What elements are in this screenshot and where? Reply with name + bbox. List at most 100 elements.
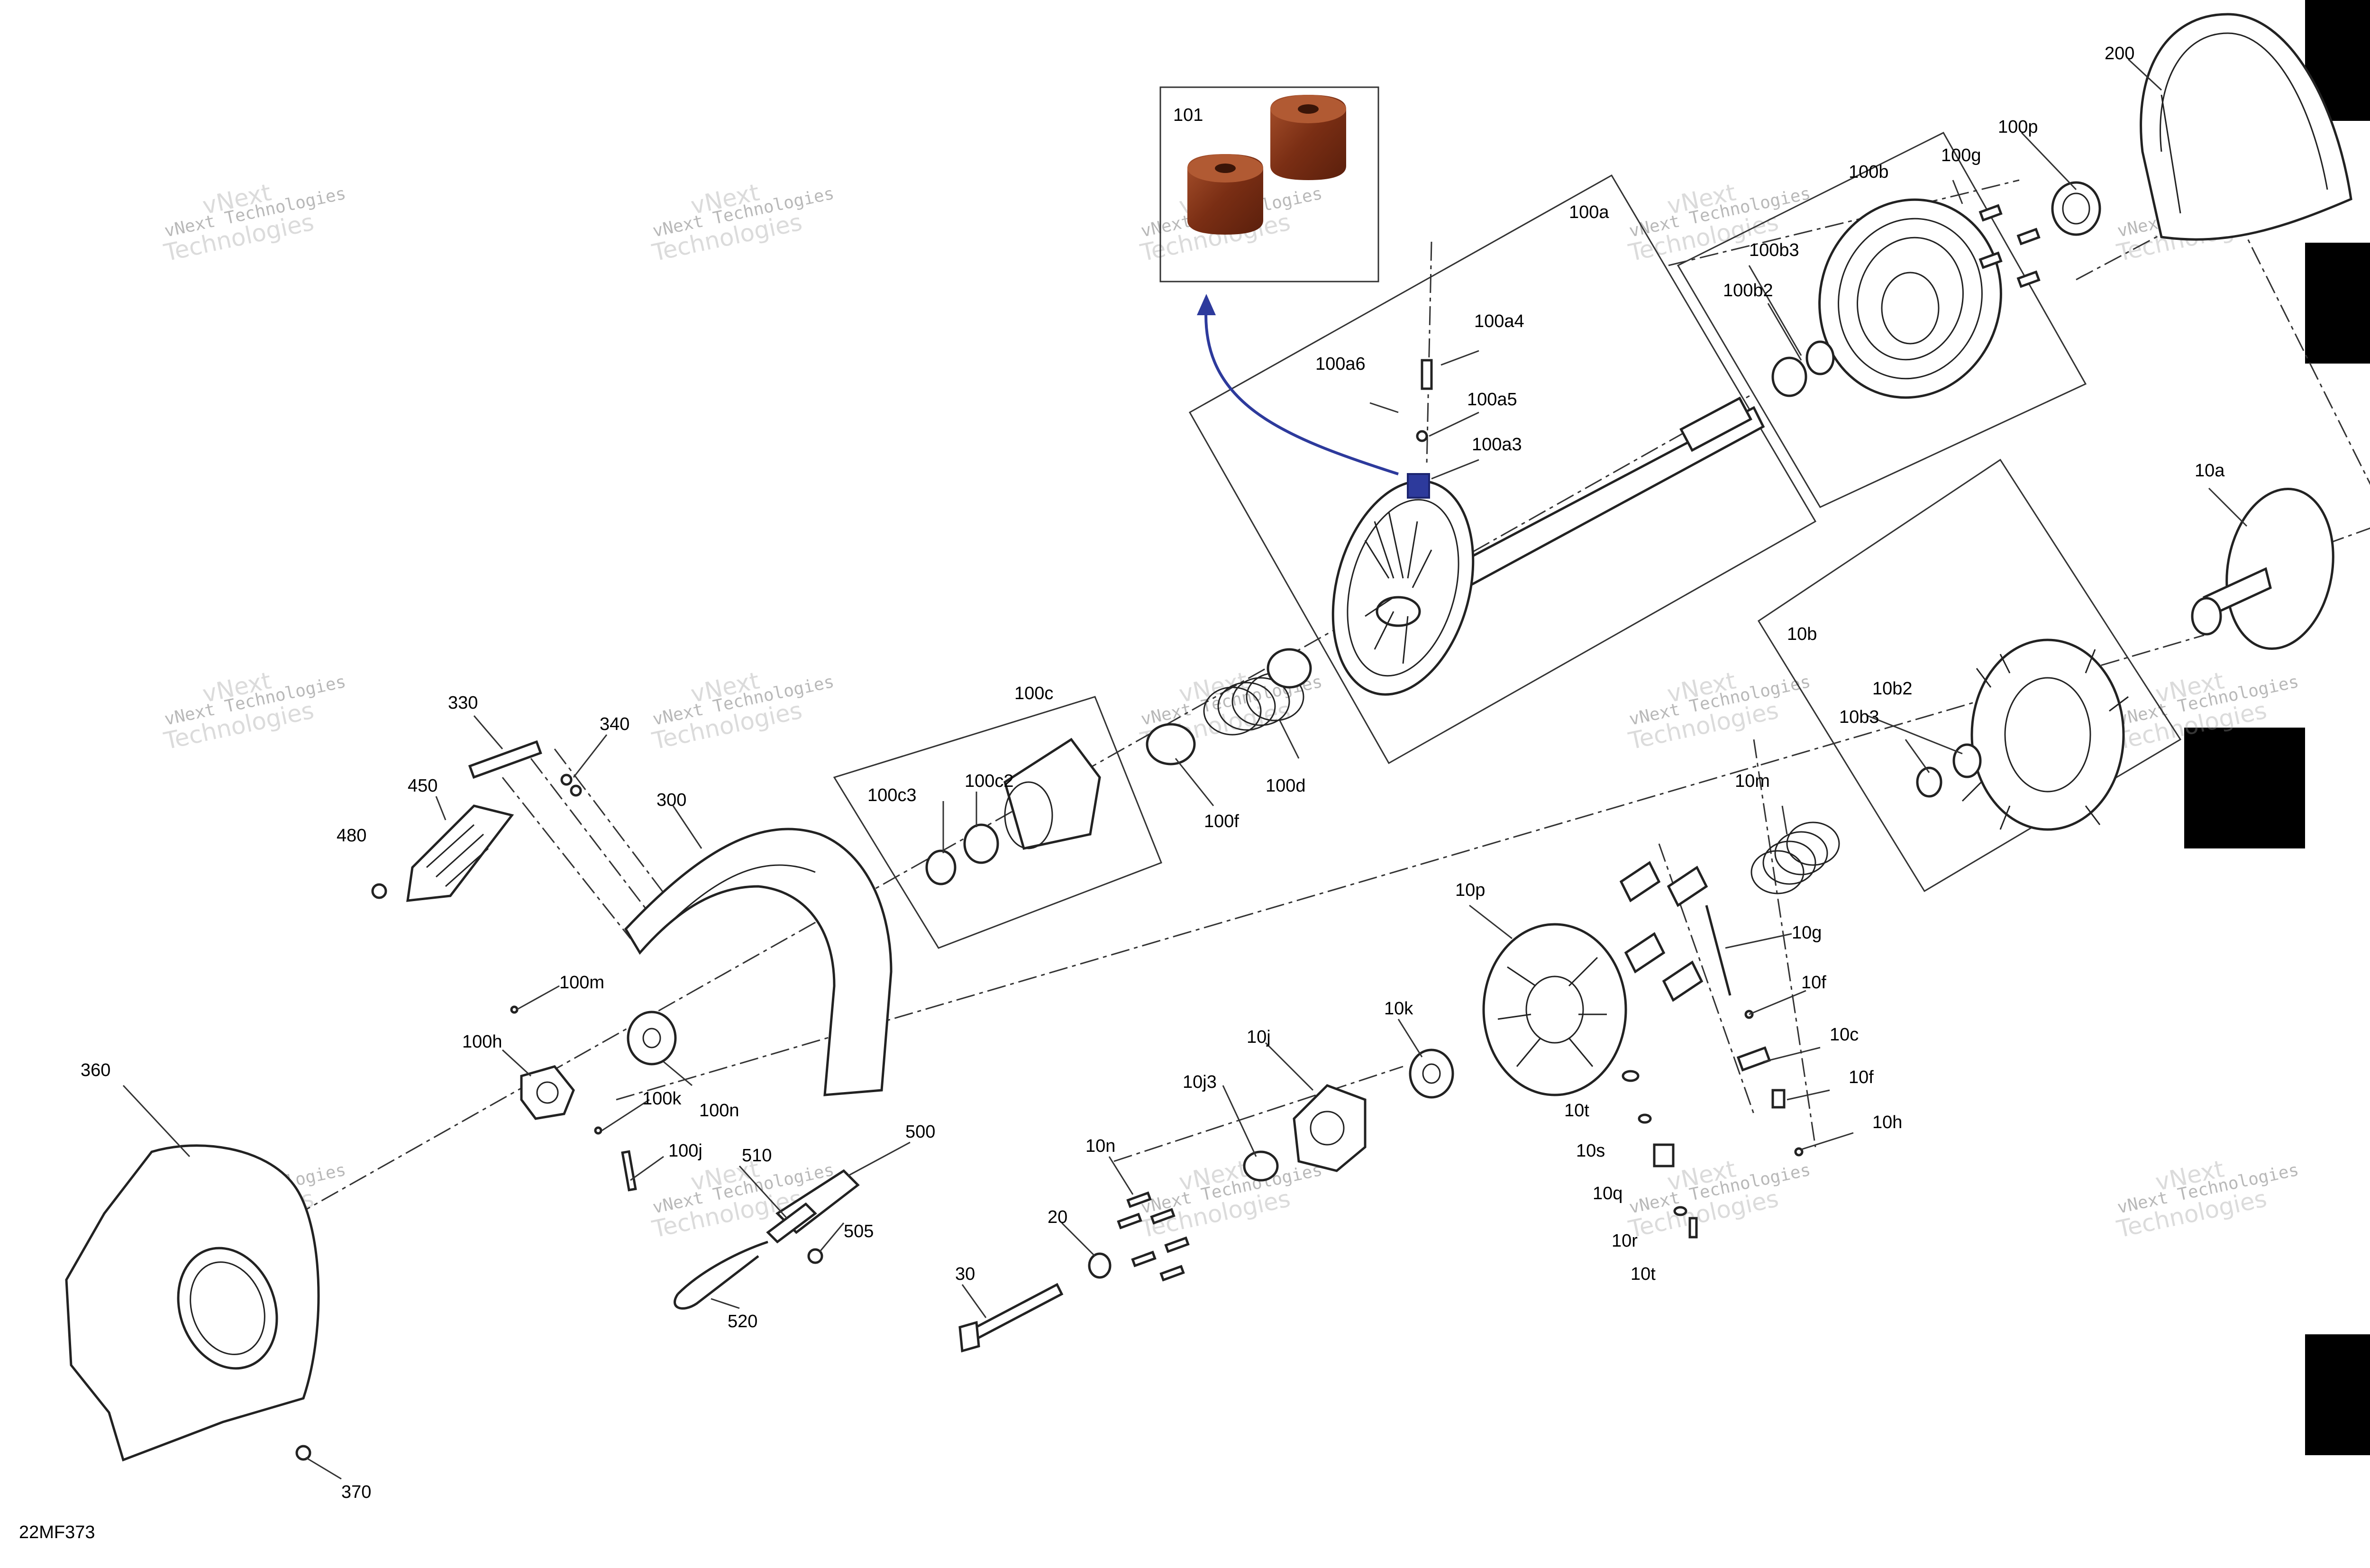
part-label: 10b2 <box>1872 679 1913 699</box>
page-tab-marker <box>2305 1334 2370 1455</box>
drive-belt <box>2140 13 2352 241</box>
inset-101: 101 <box>1173 95 1346 235</box>
bolt-30 <box>958 1283 1064 1353</box>
washer-10r <box>1673 1206 1687 1216</box>
ring-100b3 <box>1805 340 1835 375</box>
pin-10t <box>1688 1217 1698 1239</box>
arrowhead <box>1197 294 1216 315</box>
cover-300 <box>624 828 893 1096</box>
part-label: 10r <box>1612 1231 1638 1251</box>
page-tab-marker <box>2184 728 2305 848</box>
bolt-100j <box>621 1150 637 1192</box>
nut-100h <box>520 1065 575 1120</box>
part-label: 10m <box>1735 771 1770 791</box>
ring-10b2 <box>1952 743 1982 778</box>
bushing-image <box>1187 154 1263 235</box>
housing-10p <box>1482 923 1627 1096</box>
part-label: 100a5 <box>1467 390 1517 410</box>
part-label: 520 <box>728 1312 757 1331</box>
washer-10h <box>1794 1147 1804 1157</box>
part-label: 510 <box>742 1146 772 1166</box>
part-label: 100a4 <box>1474 311 1524 331</box>
part-label: 100a <box>1569 202 1609 222</box>
part-label: 100f <box>1204 811 1239 831</box>
cam-100c <box>1003 738 1101 850</box>
part-label: 20 <box>1048 1207 1067 1227</box>
part-label: 10k <box>1384 999 1413 1019</box>
part-labels: 10a10b10b210b310c10f10f10g10h10j10j310k1… <box>81 44 2225 1502</box>
part-label: 100m <box>559 973 604 993</box>
part-label: 10n <box>1085 1136 1115 1156</box>
sheave-100a <box>1331 480 1475 696</box>
part-label: 330 <box>448 693 478 713</box>
part-label: 370 <box>341 1482 371 1502</box>
ring-10b3 <box>1916 766 1942 798</box>
part-label: 200 <box>2105 44 2134 64</box>
part-label: 10a <box>2195 461 2225 481</box>
part-label: 10j3 <box>1183 1072 1217 1092</box>
part-label: 100j <box>668 1141 702 1161</box>
part-label: 340 <box>600 714 629 734</box>
part-label: 10j <box>1247 1027 1271 1047</box>
housing-360 <box>65 1144 320 1462</box>
part-label: 10p <box>1455 880 1485 900</box>
part-label: 10q <box>1593 1184 1623 1203</box>
box-100c <box>833 696 1162 949</box>
part-label: 100a3 <box>1472 435 1522 455</box>
part-label: 10f <box>1801 973 1826 993</box>
nut-370 <box>295 1445 311 1461</box>
part-label: 10b <box>1787 624 1817 644</box>
ring-10j3 <box>1243 1150 1279 1182</box>
part-label: 10h <box>1872 1112 1902 1132</box>
part-label: 10s <box>1576 1141 1605 1161</box>
part-label: 100n <box>699 1101 739 1121</box>
part-label: 360 <box>81 1060 110 1080</box>
sheave-100b <box>1818 198 2002 399</box>
roller-10c <box>1736 1046 1771 1072</box>
part-label: 480 <box>337 826 366 846</box>
nut-480 <box>371 883 387 899</box>
spring-10m <box>1750 821 1840 894</box>
part-label: 100b2 <box>1723 281 1773 301</box>
spider-10b <box>1961 638 2129 831</box>
bushing-10f <box>1771 1089 1786 1109</box>
box-100b <box>1677 132 2087 508</box>
part-label: 505 <box>844 1222 874 1241</box>
part-label: 300 <box>656 790 686 810</box>
part-label: 30 <box>955 1264 975 1284</box>
washer-100n <box>627 1011 677 1066</box>
part-label: 100h <box>462 1032 502 1052</box>
hub-10j <box>1293 1084 1367 1172</box>
part-label: 10c <box>1830 1025 1859 1045</box>
part-label: 10f <box>1849 1067 1874 1087</box>
screws-10n <box>1117 1191 1190 1282</box>
plate-450 <box>406 804 514 902</box>
weights <box>1619 861 1708 1002</box>
washer-10t <box>1622 1070 1640 1082</box>
page-tab-marker <box>2305 243 2370 364</box>
part-label: 100c2 <box>965 771 1014 791</box>
pin-100k <box>594 1126 602 1135</box>
nut-505 <box>807 1248 823 1264</box>
bearing-100p <box>2051 181 2101 236</box>
inset-box-101 <box>1159 86 1379 283</box>
screws-100g <box>1978 204 2041 288</box>
part-label: 100b <box>1849 162 1889 182</box>
part-label: 10b3 <box>1839 707 1879 727</box>
ring-100f-b <box>1267 648 1312 689</box>
washer-10s <box>1638 1113 1652 1124</box>
washer-20 <box>1088 1252 1112 1279</box>
part-label: 450 <box>408 776 438 796</box>
part-label: 100g <box>1941 146 1981 165</box>
bushing-image <box>1270 95 1346 180</box>
box-10b <box>1757 458 2182 893</box>
leader-lines <box>122 58 2248 1480</box>
part-label: 100c3 <box>867 785 917 805</box>
ring-100f <box>1146 723 1196 766</box>
sheave-10a <box>2191 487 2334 650</box>
pin-10g <box>1705 905 1732 996</box>
pin-100m <box>510 1005 519 1014</box>
ring-100c3 <box>925 849 957 885</box>
part-label: 100p <box>1998 117 2038 137</box>
